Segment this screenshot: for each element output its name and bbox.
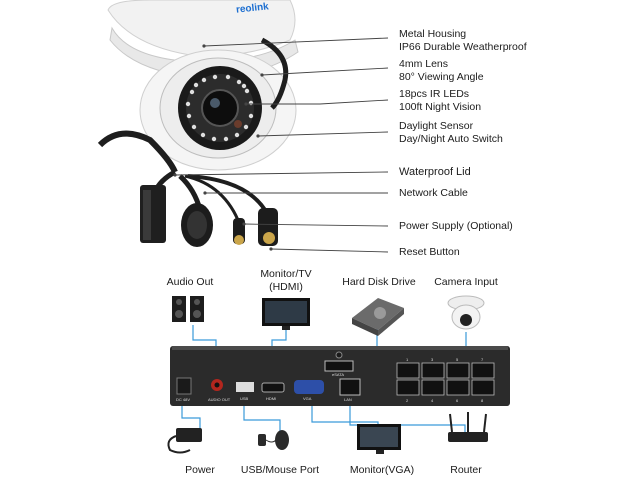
poe-number: 2 [406,398,409,403]
label-usb-mouse-port: USB/Mouse Port [240,464,320,476]
callout-lens: 4mm Lens 80° Viewing Angle [399,58,484,84]
poe-number: 3 [431,357,434,362]
label-hard-disk-drive: Hard Disk Drive [342,276,416,288]
callout-detail: 80° Viewing Angle [399,71,484,83]
camera-dome [107,0,299,171]
mouse-icon [258,430,289,450]
callout-metal-housing: Metal Housing IP66 Durable Weatherproof [399,28,527,54]
label-audio-out: Audio Out [166,276,214,288]
callout-title: Power Supply (Optional) [399,220,513,232]
callout-reset-button: Reset Button [399,246,460,259]
poe-number: 7 [481,357,484,362]
callout-power-supply: Power Supply (Optional) [399,220,513,233]
poe-number: 4 [431,398,434,403]
port-tag-dc: DC 48V [176,397,191,402]
label-monitor-tv-line1: Monitor/TV [260,268,312,280]
port-tag-lan: LAN [344,397,352,402]
power-connector [233,218,245,245]
hdmi-monitor-icon [262,298,310,330]
callout-dots [173,44,273,251]
callout-ir-leds: 18pcs IR LEDs 100ft Night Vision [399,88,481,114]
poe-number: 6 [456,398,459,403]
router-icon [448,412,488,442]
callout-title: 4mm Lens [399,58,449,70]
nvr-ports [176,351,361,396]
callout-title: Daylight Sensor [399,120,474,132]
callout-network-cable: Network Cable [399,187,468,200]
callout-detail: IP66 Durable Weatherproof [399,41,527,53]
callout-title: Metal Housing [399,28,467,40]
callout-title: Network Cable [399,187,468,199]
poe-number: 8 [481,398,484,403]
poe-port-block [396,362,495,396]
port-tag-vga: VGA [303,396,312,401]
label-power: Power [185,464,215,476]
ir-led-ring [185,74,254,142]
callout-daylight-sensor: Daylight Sensor Day/Night Auto Switch [399,120,503,146]
poe-number: 1 [406,357,409,362]
port-tag-hdmi: HDMI [266,396,277,401]
vga-monitor-icon [357,424,401,454]
waterproof-lid [140,185,166,243]
label-monitor-tv-line2: (HDMI) [269,281,303,293]
callout-title: 18pcs IR LEDs [399,88,470,100]
callout-detail: 100ft Night Vision [399,101,482,113]
label-monitor-tv: Monitor/TV (HDMI) [250,268,322,294]
speaker-icon [172,296,204,322]
hard-disk-icon [352,298,404,336]
callout-detail: Day/Night Auto Switch [399,133,503,145]
poe-number: 5 [456,357,459,362]
callout-waterproof-lid: Waterproof Lid [399,166,471,179]
network-connector [181,203,213,247]
reset-connector [258,208,278,246]
callout-leader-lines [174,37,389,253]
power-adapter-icon [167,428,202,454]
port-tag-usb: USB [240,396,249,401]
dome-camera-icon [447,295,485,330]
label-monitor-vga: Monitor(VGA) [349,464,415,476]
label-router: Router [450,464,482,476]
label-camera-input: Camera Input [434,276,498,288]
callout-title: Waterproof Lid [399,166,471,178]
port-tag-esata: eSATA [332,372,345,377]
callout-title: Reset Button [399,246,460,258]
port-tag-audio-out: AUDIO OUT [208,397,231,402]
